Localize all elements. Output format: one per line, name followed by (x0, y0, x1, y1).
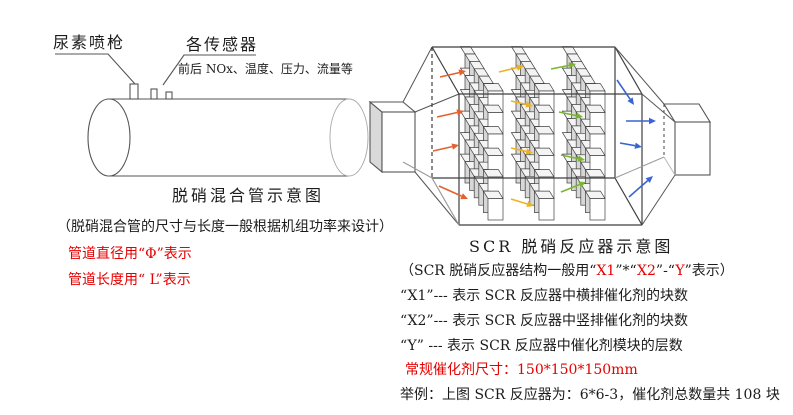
sensor-port-2 (165, 91, 173, 100)
sensor-port-1 (150, 88, 158, 100)
formula-sep1: ”*“ (615, 263, 638, 279)
sensors-leader-line (162, 54, 256, 86)
formula-y: Y (675, 263, 685, 279)
outlet-diffuser (614, 46, 676, 226)
scr-structure-formula: （SCR 脱硝反应器结构一般用“X1”*“X2”-“Y”表示） (400, 263, 734, 279)
outlet-duct (663, 103, 711, 176)
urea-gun-label: 尿素喷枪 (53, 33, 126, 52)
mixing-pipe-design-note: （脱硝混合管的尺寸与长度一般根据机组功率来设计） (57, 219, 393, 235)
mixing-pipe-drawing (55, 53, 369, 177)
x2-definition: “X2”--- 表示 SCR 反应器中竖排催化剂的块数 (400, 313, 688, 329)
reactor-chamber (431, 46, 643, 226)
formula-x2: X2 (637, 263, 656, 279)
example-note: 举例：上图 SCR 反应器为：6*6-3，催化剂总数量共 108 块 (400, 387, 780, 403)
x1-definition: “X1”--- 表示 SCR 反应器中横排催化剂的块数 (400, 288, 688, 304)
gas-flow-arrows (432, 62, 656, 207)
formula-x1: X1 (596, 263, 616, 279)
inlet-duct (368, 100, 417, 174)
urea-leader-line (55, 53, 136, 85)
sensors-label: 各传感器 (186, 35, 259, 54)
formula-suffix: ”表示） (684, 263, 734, 279)
y-definition: “Y” --- 表示 SCR 反应器中催化剂模块的层数 (400, 338, 683, 354)
pipe-diameter-note: 管道直径用“Φ”表示 (68, 246, 192, 262)
sensors-detail-text: 前后 NOx、温度、压力、流量等 (178, 62, 353, 76)
catalyst-size-note: 常规催化剂尺寸：150*150*150mm (405, 362, 638, 378)
mixing-pipe-caption: 脱硝混合管示意图 (172, 186, 325, 205)
pipe-length-note: 管道长度用“ L”表示 (68, 272, 191, 288)
formula-prefix: （SCR 脱硝反应器结构一般用“ (400, 263, 597, 279)
formula-sep2: ”-“ (655, 263, 676, 279)
catalyst-banks (459, 46, 606, 221)
scr-reactor-caption: SCR 脱硝反应器示意图 (469, 237, 674, 256)
urea-nozzle (129, 83, 139, 100)
inlet-diffuser (402, 46, 460, 226)
